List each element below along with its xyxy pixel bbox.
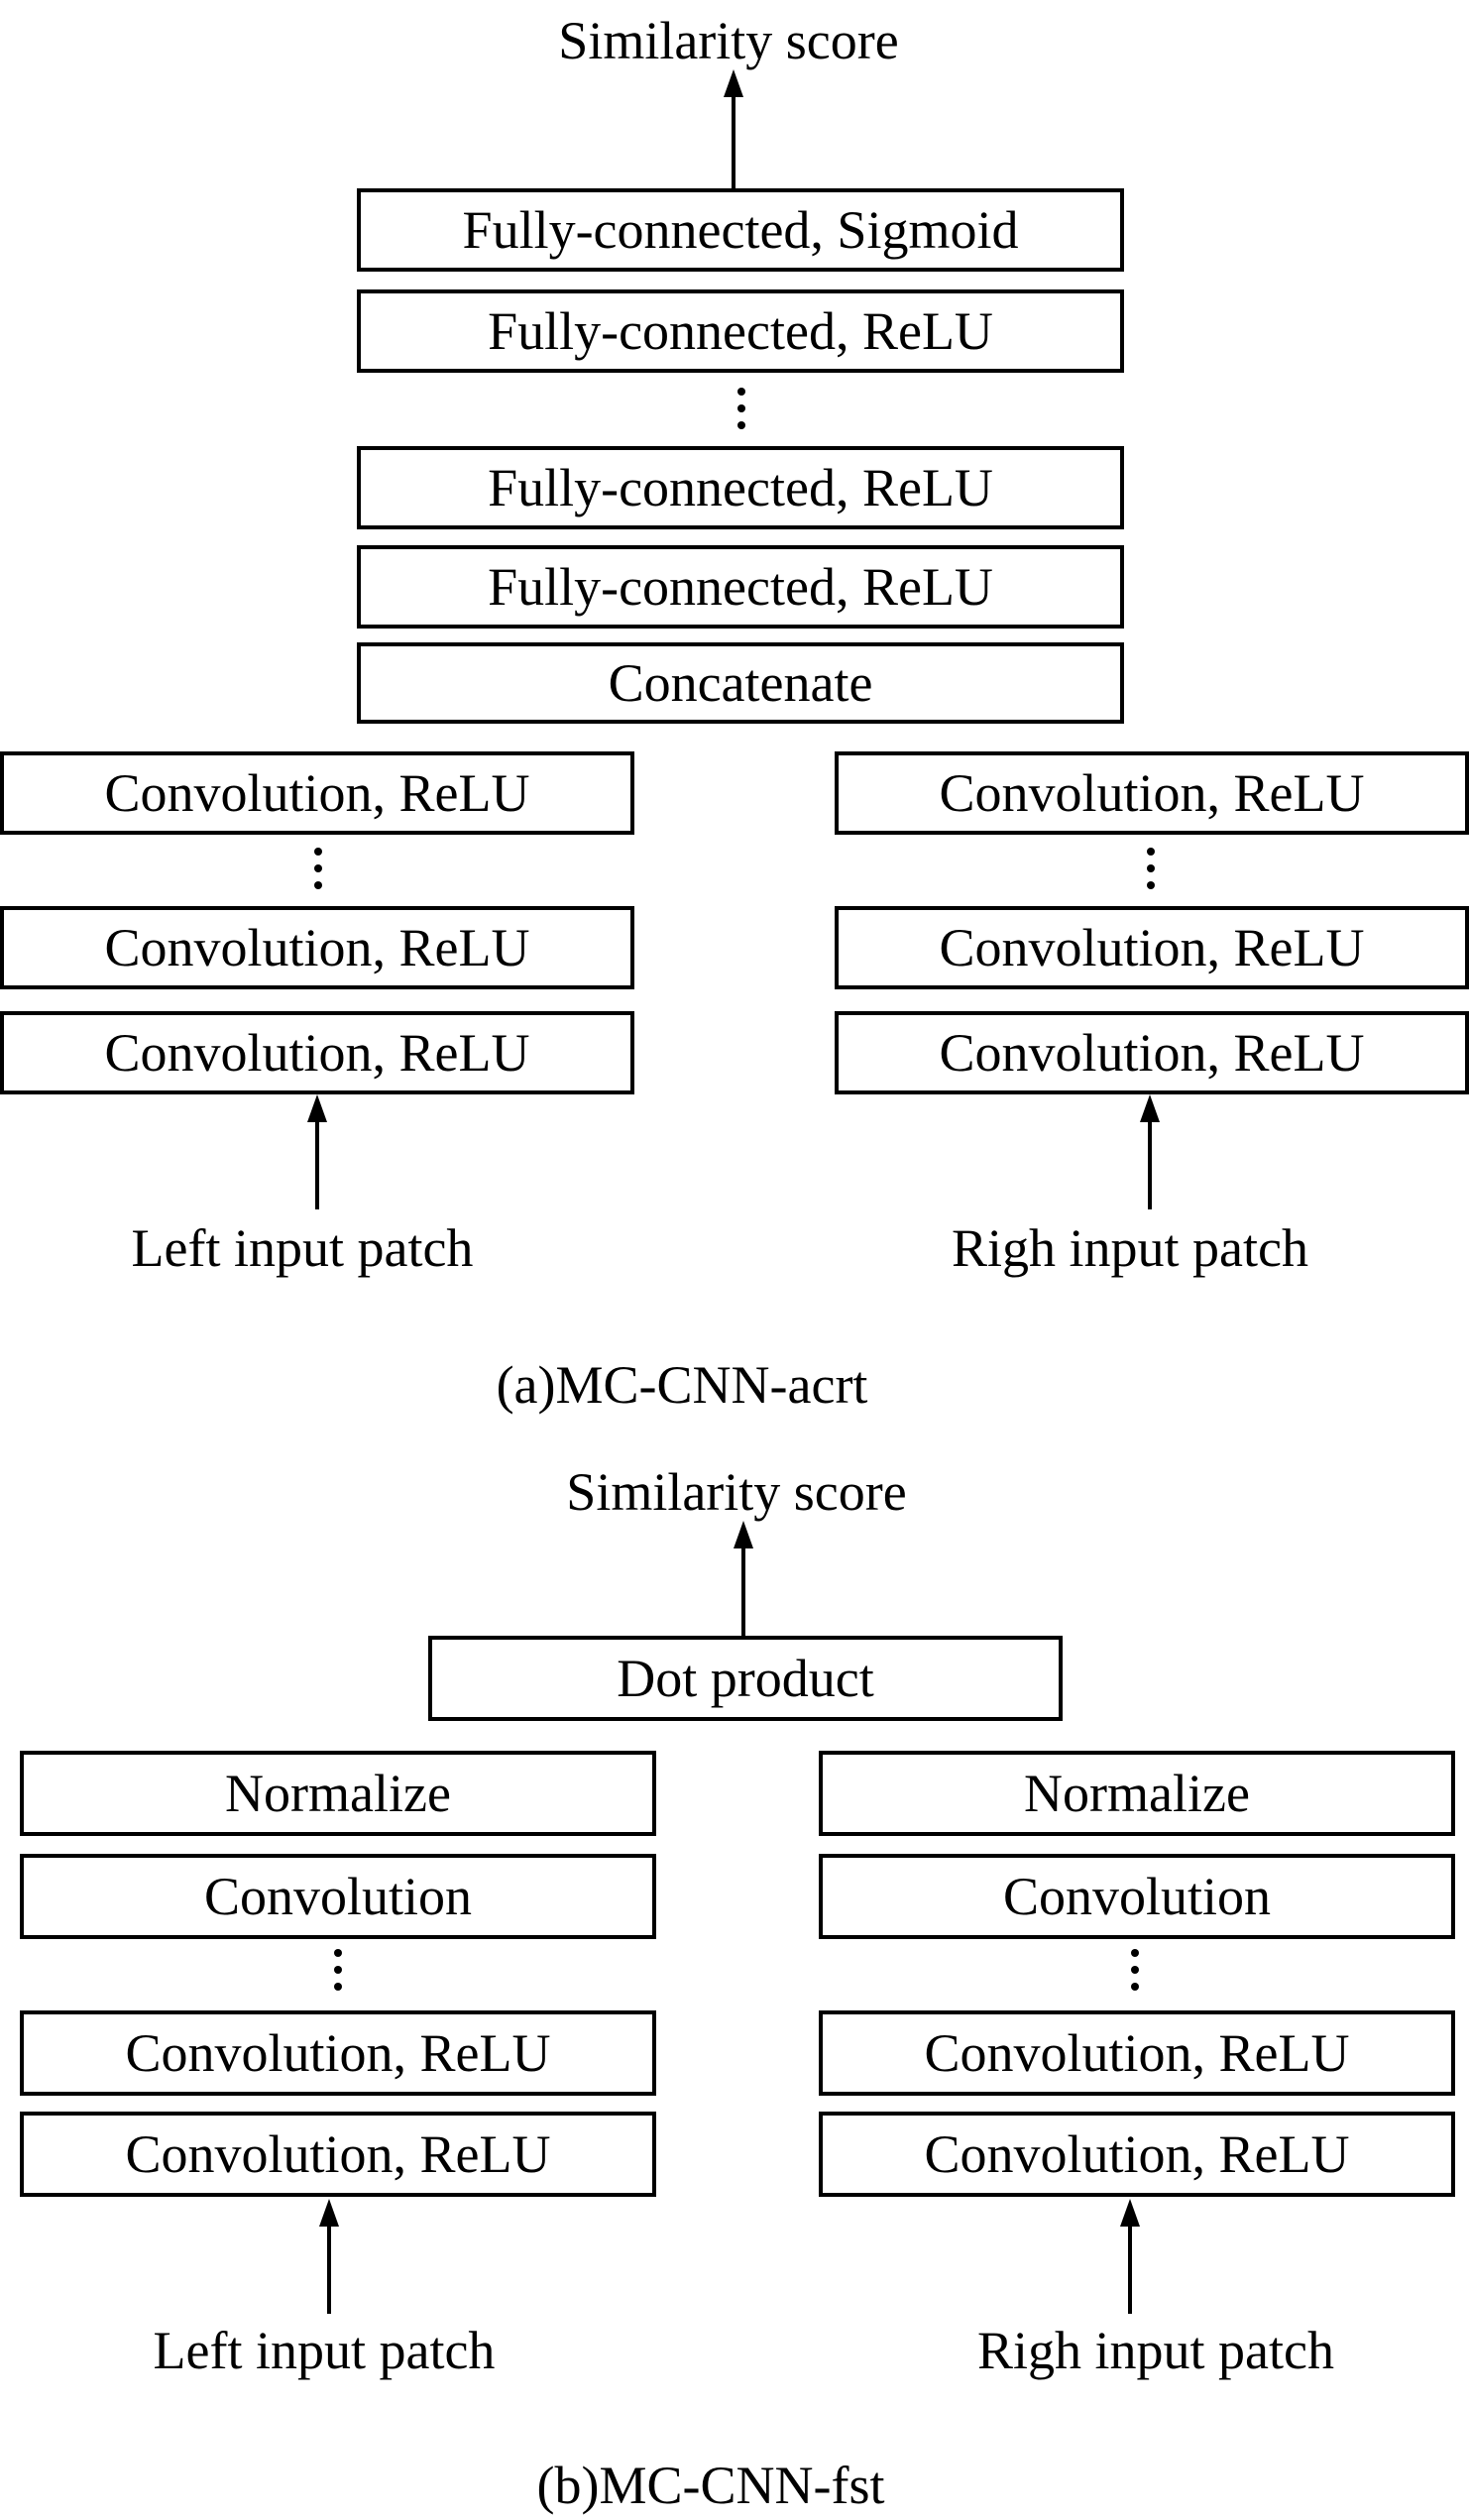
a-fc-relu-mid-layer: Fully-connected, ReLU: [357, 446, 1124, 529]
b-right-convolution-layer: Convolution: [819, 1854, 1455, 1939]
a-fc-relu-upper-layer: Fully-connected, ReLU: [357, 289, 1124, 373]
a-left-conv-relu-mid: Convolution, ReLU: [0, 906, 634, 989]
b-similarity-score-label: Similarity score: [566, 1462, 907, 1522]
b-right-conv-relu-lower: Convolution, ReLU: [819, 2112, 1455, 2197]
a-fc-sigmoid-layer: Fully-connected, Sigmoid: [357, 188, 1124, 272]
b-left-input-arrow: [319, 2199, 339, 2314]
a-left-input-label: Left input patch: [131, 1218, 474, 1278]
b-left-convolution-layer: Convolution: [20, 1854, 656, 1939]
b-right-conv-relu-upper: Convolution, ReLU: [819, 2010, 1455, 2096]
a-head-ellipsis: [736, 388, 746, 438]
b-left-conv-relu-lower: Convolution, ReLU: [20, 2112, 656, 2197]
a-right-ellipsis: [1146, 848, 1156, 898]
b-dot-product-layer: Dot product: [428, 1636, 1063, 1721]
a-left-ellipsis: [313, 848, 323, 898]
a-caption: (a)MC-CNN-acrt: [496, 1355, 868, 1415]
b-caption: (b)MC-CNN-fst: [536, 2456, 885, 2515]
a-right-conv-relu-bottom: Convolution, ReLU: [835, 1011, 1469, 1094]
b-right-ellipsis: [1130, 1949, 1140, 2000]
a-similarity-score-label: Similarity score: [558, 11, 899, 70]
a-left-conv-relu-bottom: Convolution, ReLU: [0, 1011, 634, 1094]
a-left-input-arrow: [307, 1094, 327, 1209]
a-right-input-label: Righ input patch: [952, 1218, 1308, 1278]
a-right-conv-relu-top: Convolution, ReLU: [835, 751, 1469, 835]
b-left-input-label: Left input patch: [153, 2321, 496, 2380]
b-left-conv-relu-upper: Convolution, ReLU: [20, 2010, 656, 2096]
a-concatenate-layer: Concatenate: [357, 642, 1124, 724]
a-fc-relu-lower-layer: Fully-connected, ReLU: [357, 545, 1124, 629]
b-right-input-label: Righ input patch: [977, 2321, 1334, 2380]
a-left-conv-relu-top: Convolution, ReLU: [0, 751, 634, 835]
a-right-conv-relu-mid: Convolution, ReLU: [835, 906, 1469, 989]
b-right-input-arrow: [1120, 2199, 1140, 2314]
b-output-arrow: [734, 1521, 753, 1636]
b-right-normalize-layer: Normalize: [819, 1751, 1455, 1836]
a-right-input-arrow: [1140, 1094, 1160, 1209]
b-left-normalize-layer: Normalize: [20, 1751, 656, 1836]
b-left-ellipsis: [333, 1949, 343, 2000]
a-output-arrow: [724, 69, 743, 188]
